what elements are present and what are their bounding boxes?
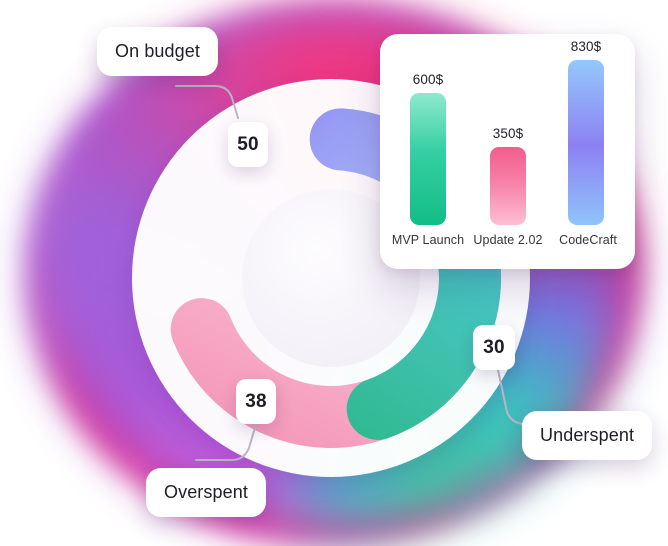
bar-category-label-1: Update 2.02 [473,233,543,247]
bar-value-label-1: 350$ [492,126,524,141]
donut-value-underspent: 30 [473,325,515,370]
donut-hole [242,189,420,367]
legend-pill-underspent[interactable]: Underspent [522,411,653,460]
spend-bar-chart-card: 600$ MVP Launch 350$ Update 2.02 830$ Co… [380,34,635,269]
donut-value-on-budget: 50 [228,122,268,167]
bar-column-0[interactable]: 600$ [394,72,462,225]
bar-chart-plot: 600$ MVP Launch 350$ Update 2.02 830$ Co… [380,34,635,269]
bar-rect-2[interactable] [568,60,604,225]
bar-column-2[interactable]: 830$ [552,39,620,225]
bar-column-1[interactable]: 350$ [474,126,542,225]
leader-line-overspent [195,423,257,461]
bar-value-label-0: 600$ [412,72,444,87]
bar-category-label-0: MVP Launch [391,233,465,247]
bar-value-label-2: 830$ [570,39,602,54]
bar-category-label-2: CodeCraft [559,233,617,247]
legend-pill-overspent[interactable]: Overspent [146,468,266,517]
donut-value-overspent: 38 [236,379,276,424]
bar-rect-1[interactable] [490,147,526,225]
legend-pill-on-budget[interactable]: On budget [97,27,218,76]
bar-rect-0[interactable] [410,93,446,225]
leader-line-on-budget [175,85,239,119]
